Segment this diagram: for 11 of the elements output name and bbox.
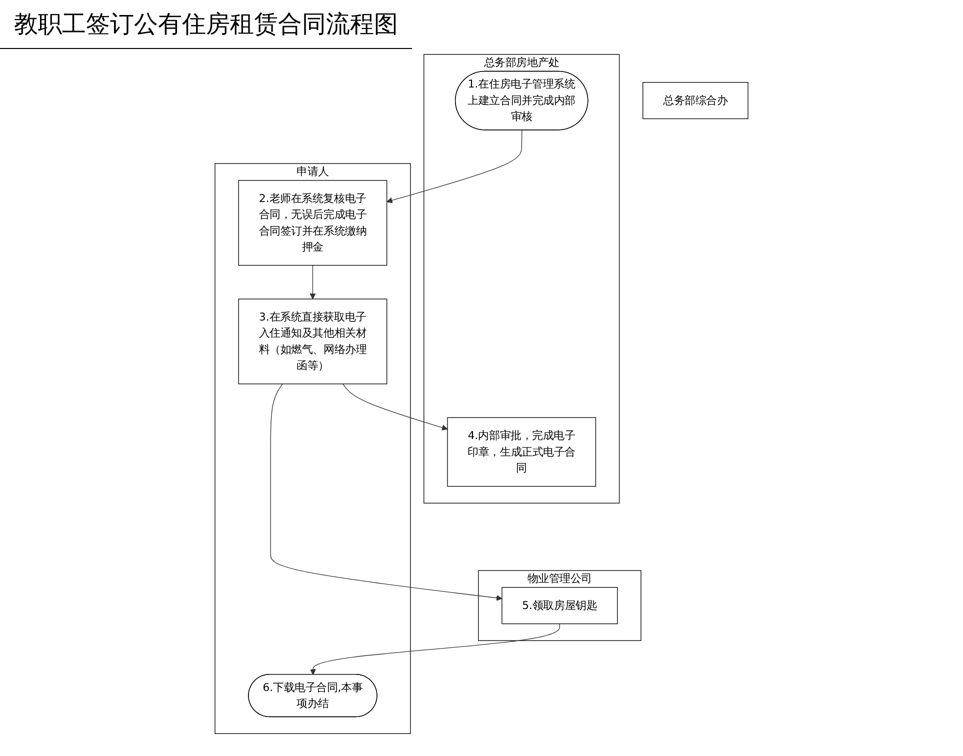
arrow — [310, 264, 316, 300]
node-box: 5.领取房屋钥匙 — [502, 587, 618, 624]
node-box: 2.老师在系统复核电子合同，无误后完成电子合同签订并在系统缴纳押金 — [238, 180, 388, 266]
node-box: 总务部综合办 — [642, 82, 748, 120]
arrow — [386, 130, 522, 204]
arrow — [310, 623, 560, 675]
diagram-title: 教职工签订公有住房租赁合同流程图 — [0, 0, 412, 49]
node-box: 4.内部审批，完成电子印章，生成正式电子合同 — [447, 417, 596, 487]
arrow — [270, 384, 502, 601]
node-box: 3.在系统直接获取电子入住通知及其他相关材料（如燃气、网络办理函等） — [238, 298, 388, 384]
arrow — [342, 384, 448, 430]
